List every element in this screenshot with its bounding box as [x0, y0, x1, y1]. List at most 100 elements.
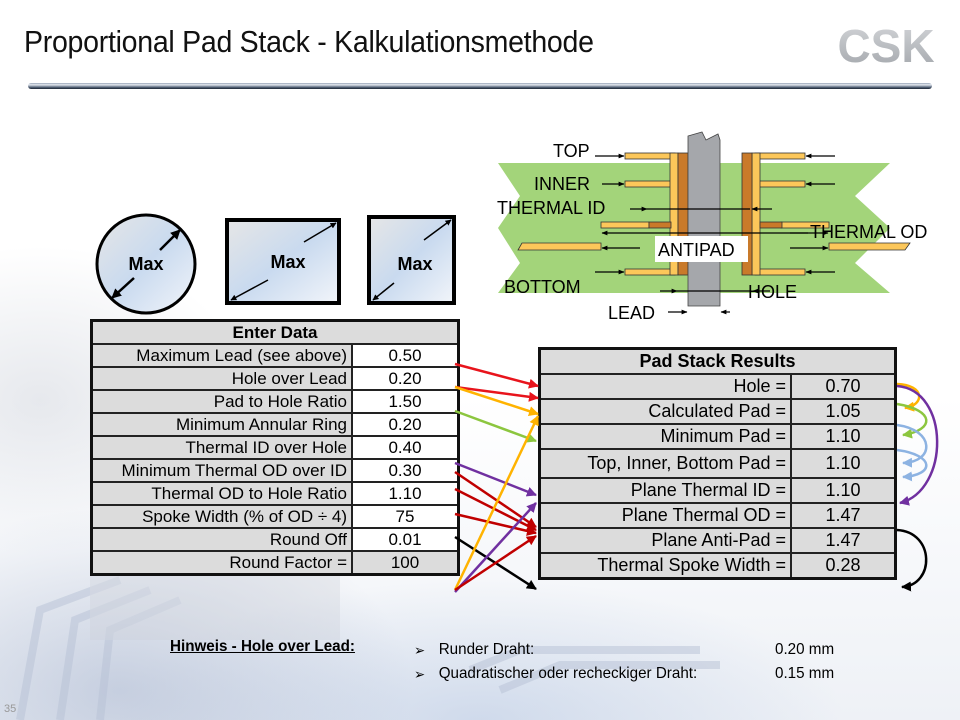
table-row: Maximum Lead (see above)0.50 — [90, 343, 460, 368]
table-row: Plane Thermal OD =1.47 — [538, 502, 897, 529]
square-max-label: Max — [397, 254, 432, 274]
bottom-pad-left — [624, 268, 676, 276]
pad-stack-cross-section-diagram: TOP INNER THERMAL ID THERMAL OD ANTIPAD … — [497, 131, 927, 323]
square-lead-shape: Max — [367, 215, 456, 305]
lead-wire — [687, 131, 721, 307]
table-row: Minimum Pad =1.10 — [538, 423, 897, 450]
page-number: 35 — [4, 703, 17, 715]
result-label: Thermal Spoke Width = — [538, 552, 792, 580]
input-label: Round Factor = — [90, 550, 353, 576]
bottom-pad-right — [754, 268, 806, 276]
note-title: Hinweis - Hole over Lead: — [170, 638, 355, 655]
input-value-min-thermal-od-over-id[interactable]: 0.30 — [351, 458, 460, 483]
result-value-plane-thermal-id: 1.10 — [790, 477, 897, 504]
input-value-minimum-annular-ring[interactable]: 0.20 — [351, 412, 460, 437]
result-value-thermal-spoke-width: 0.28 — [790, 552, 897, 580]
result-value-hole: 0.70 — [790, 373, 897, 400]
rectangle-max-label: Max — [270, 252, 305, 272]
plane-left — [517, 242, 602, 251]
result-value-plane-anti-pad: 1.47 — [790, 527, 897, 554]
input-label: Spoke Width (% of OD ÷ 4) — [90, 504, 353, 529]
table-row: Round Factor =100 — [90, 550, 460, 576]
note-item-value: 0.15 mm — [775, 665, 835, 682]
label-antipad: ANTIPAD — [658, 240, 735, 260]
enter-data-table: Enter Data Maximum Lead (see above)0.50 … — [90, 319, 460, 576]
label-inner: INNER — [534, 174, 590, 194]
csk-logo: CSK — [837, 22, 934, 68]
inner-pad-right — [754, 180, 806, 188]
input-label: Pad to Hole Ratio — [90, 389, 353, 414]
input-label: Minimum Thermal OD over ID — [90, 458, 353, 483]
logo-text: CSK — [837, 22, 934, 68]
label-top: TOP — [553, 141, 590, 161]
input-value-thermal-od-to-hole-ratio[interactable]: 1.10 — [351, 481, 460, 506]
result-value-plane-thermal-od: 1.47 — [790, 502, 897, 529]
thermal-pad-left — [600, 221, 650, 229]
result-value-minimum-pad: 1.10 — [790, 423, 897, 450]
barrel-right — [741, 152, 753, 276]
circuit-background-image — [16, 570, 720, 720]
input-label: Maximum Lead (see above) — [90, 343, 353, 368]
plane-right — [828, 242, 911, 251]
note-item-text: Runder Draht: — [438, 641, 535, 658]
antipad-label-box — [655, 236, 748, 262]
input-value-pad-to-hole-ratio[interactable]: 1.50 — [351, 389, 460, 414]
input-label: Thermal OD to Hole Ratio — [90, 481, 353, 506]
note-item-value: 0.20 mm — [775, 641, 835, 658]
label-hole: HOLE — [748, 282, 797, 302]
bullet-arrow-icon: ➢ — [414, 665, 426, 682]
table-row: Hole =0.70 — [538, 373, 897, 400]
lead-shapes-illustration: Max Max Max — [95, 213, 456, 315]
input-value-round-off[interactable]: 0.01 — [351, 527, 460, 552]
enter-data-header: Enter Data — [90, 319, 460, 345]
table-row: Plane Thermal ID =1.10 — [538, 477, 897, 504]
input-label: Hole over Lead — [90, 366, 353, 391]
top-pad-left — [624, 152, 676, 160]
result-label: Calculated Pad = — [538, 398, 792, 425]
results-header: Pad Stack Results — [538, 347, 897, 375]
thermal-id-right — [759, 221, 783, 229]
result-label: Plane Anti-Pad = — [538, 527, 792, 554]
computed-round-factor: 100 — [351, 550, 460, 576]
input-label: Minimum Annular Ring — [90, 412, 353, 437]
table-row: Calculated Pad =1.05 — [538, 398, 897, 425]
input-value-hole-over-lead[interactable]: 0.20 — [351, 366, 460, 391]
input-value-maximum-lead[interactable]: 0.50 — [351, 343, 460, 368]
table-row: Thermal Spoke Width =0.28 — [538, 552, 897, 580]
input-value-spoke-width[interactable]: 75 — [351, 504, 460, 529]
note-list: ➢ Runder Draht: 0.20 mm ➢ Quadratischer … — [414, 638, 861, 686]
result-label: Hole = — [538, 373, 792, 400]
results-header-row: Pad Stack Results — [538, 347, 897, 375]
table-row: Spoke Width (% of OD ÷ 4)75 — [90, 504, 460, 529]
circle-lead-shape: Max — [95, 213, 197, 315]
label-bottom: BOTTOM — [504, 277, 581, 297]
inner-pad-left — [624, 180, 676, 188]
slide-title: Proportional Pad Stack - Kalkulationsmet… — [24, 24, 594, 59]
bullet-arrow-icon: ➢ — [414, 641, 426, 658]
label-thermal-id: THERMAL ID — [497, 198, 605, 218]
enter-data-header-row: Enter Data — [90, 319, 460, 345]
pad-stack-results-table: Pad Stack Results Hole =0.70 Calculated … — [538, 347, 897, 580]
input-value-thermal-id-over-hole[interactable]: 0.40 — [351, 435, 460, 460]
circle-max-label: Max — [128, 254, 163, 274]
result-label: Top, Inner, Bottom Pad = — [538, 448, 792, 479]
result-label: Plane Thermal ID = — [538, 477, 792, 504]
input-label: Round Off — [90, 527, 353, 552]
table-row: Top, Inner, Bottom Pad =1.10 — [538, 448, 897, 479]
result-value-calculated-pad: 1.05 — [790, 398, 897, 425]
note-item: ➢ Quadratischer oder recheckiger Draht: … — [414, 662, 861, 686]
barrel-plating-right — [751, 152, 761, 276]
top-pad-right — [754, 152, 806, 160]
input-label: Thermal ID over Hole — [90, 435, 353, 460]
thermal-id-left — [648, 221, 672, 229]
result-label: Minimum Pad = — [538, 423, 792, 450]
title-divider — [28, 83, 932, 89]
label-lead: LEAD — [608, 303, 655, 323]
